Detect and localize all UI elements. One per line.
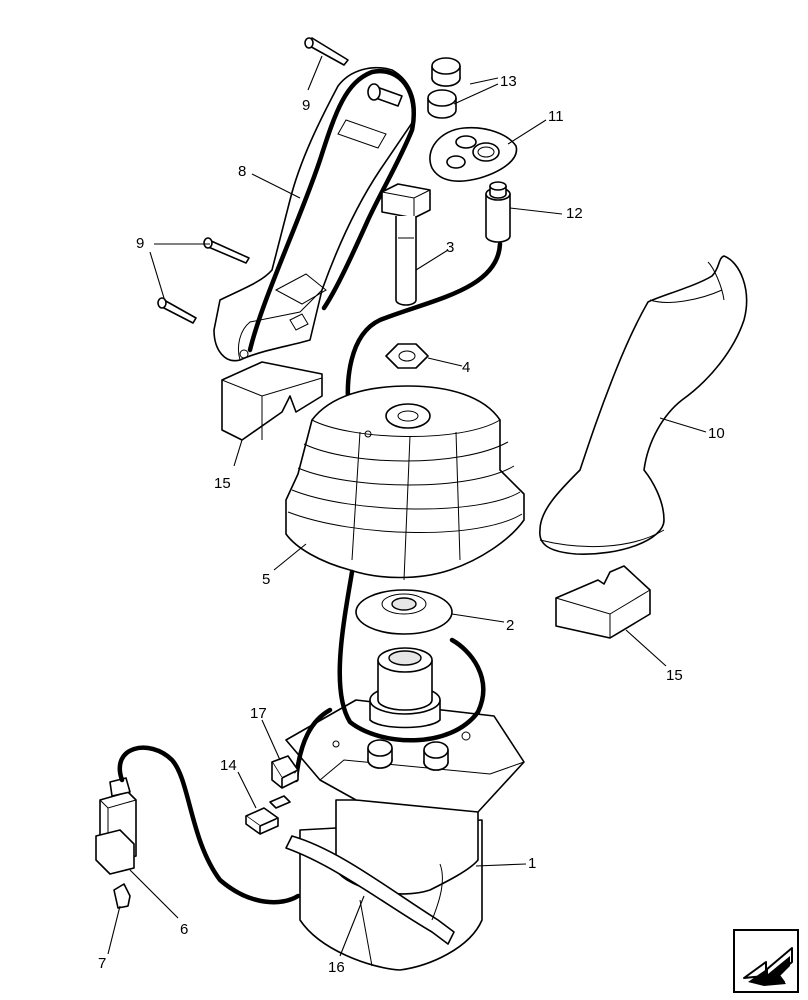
- base-wire-loop: [337, 569, 486, 743]
- callout-6: 6: [180, 921, 188, 938]
- callout-2: 2: [506, 617, 514, 634]
- plug-part-6: [95, 777, 137, 875]
- foam-block-part-15-upper: [221, 361, 323, 441]
- callout-12: 12: [566, 205, 583, 222]
- callout-3: 3: [446, 239, 454, 256]
- callout-10: 10: [708, 425, 725, 442]
- terminal-part-7: [113, 883, 131, 909]
- nut-part-4: [385, 343, 429, 369]
- washer-part-2: [355, 589, 453, 635]
- cable-harness-part-16: [285, 835, 455, 945]
- handle-wire: [247, 68, 416, 353]
- callout-8: 8: [238, 163, 246, 180]
- bolt-part-3: [381, 183, 431, 306]
- callout-1: 1: [528, 855, 536, 872]
- callout-9-left: 9: [136, 235, 144, 252]
- callout-16: 16: [328, 959, 345, 976]
- handle-shell-part-10: [539, 255, 748, 555]
- switch-plate-part-11: [429, 126, 518, 182]
- callout-9-top: 9: [302, 97, 310, 114]
- callout-7: 7: [98, 955, 106, 972]
- cap-part-13-upper: [431, 57, 461, 87]
- callout-15-lower: 15: [666, 667, 683, 684]
- callout-4: 4: [462, 359, 470, 376]
- rubber-boot-part-5: [285, 385, 525, 581]
- pin-part-9-middle: [203, 237, 250, 264]
- leader-lines: [107, 55, 707, 957]
- plug-wire: [117, 745, 301, 905]
- joystick-base-part-1: [285, 647, 525, 971]
- cap-part-13-lower: [427, 89, 457, 119]
- callout-labels: 9 13 11 8 12 9 3 4 10 15 5 2 15 17 14 1 …: [98, 73, 725, 976]
- callout-14: 14: [220, 757, 237, 774]
- handle-pin: [367, 83, 403, 107]
- switch-part-12: [485, 181, 511, 243]
- foam-block-part-15-lower: [555, 565, 651, 639]
- callout-5: 5: [262, 571, 270, 588]
- pin-part-9-top: [304, 37, 349, 66]
- callout-17: 17: [250, 705, 267, 722]
- callout-11: 11: [548, 108, 564, 125]
- clip-part-14: [245, 795, 291, 835]
- pin-part-9-lower: [157, 297, 197, 324]
- callout-15-upper: 15: [214, 475, 231, 492]
- callout-13: 13: [500, 73, 517, 90]
- arrow-back-icon[interactable]: [733, 929, 799, 993]
- connector-part-17: [271, 755, 299, 789]
